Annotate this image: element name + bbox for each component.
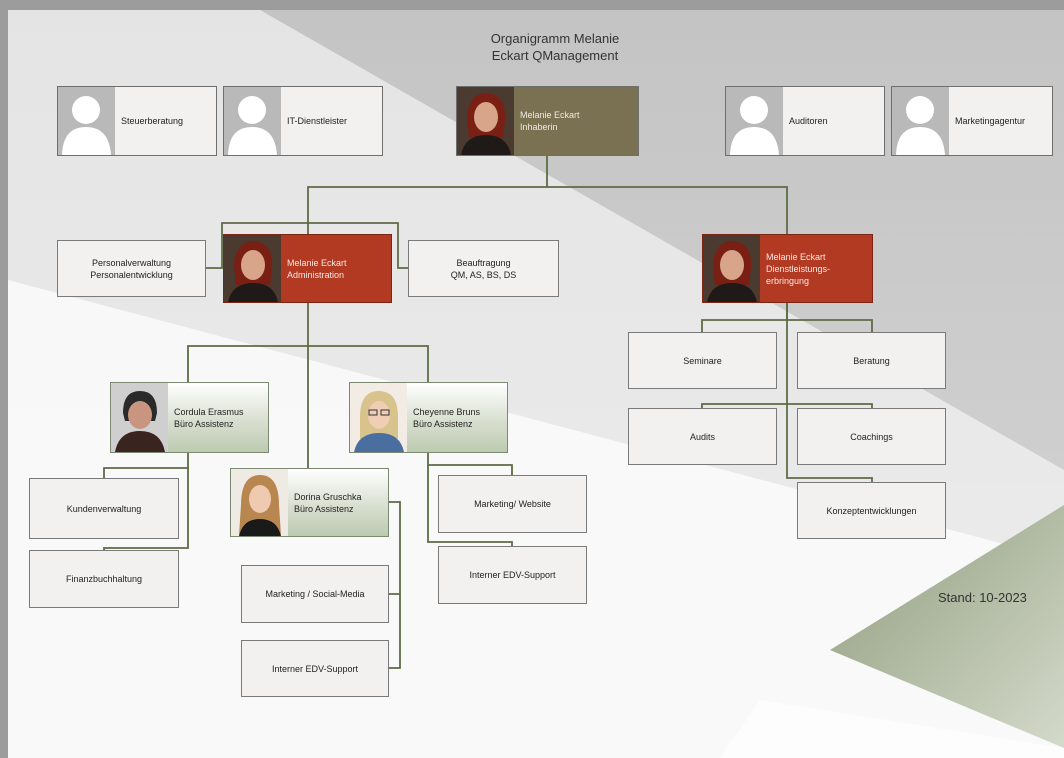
lead-role-line-1: Dienstleistungs- xyxy=(766,263,831,274)
box-kundenverwaltung[interactable]: Kundenverwaltung xyxy=(29,478,179,539)
box-label: Interner EDV-Support xyxy=(469,570,556,580)
title-line-1: Organigramm Melanie xyxy=(490,31,620,46)
person-photo-icon xyxy=(231,469,288,536)
stand-date: Stand: 10-2023 xyxy=(938,590,1027,605)
box-label: Finanzbuchhaltung xyxy=(65,574,143,584)
card-label: Steuerberatung xyxy=(121,116,184,126)
admin-name: Melanie Eckart xyxy=(287,257,347,268)
box-line-2: QM, AS, BS, DS xyxy=(450,269,517,280)
box-edv-support-dorina[interactable]: Interner EDV-Support xyxy=(241,640,389,697)
box-label: Marketing / Social-Media xyxy=(265,589,365,599)
avatar-placeholder-icon xyxy=(726,87,783,155)
chart-title: Organigramm Melanie Eckart QManagement xyxy=(440,30,670,64)
box-label: Konzeptentwicklungen xyxy=(826,505,917,516)
title-line-2: Eckart QManagement xyxy=(491,48,619,63)
avatar-placeholder-icon xyxy=(224,87,281,155)
avatar-placeholder-icon xyxy=(58,87,115,155)
box-beratung[interactable]: Beratung xyxy=(797,332,946,389)
assistant-name: Cordula Erasmus xyxy=(174,406,244,417)
box-label: Interner EDV-Support xyxy=(271,663,359,674)
box-label: Audits xyxy=(689,431,715,442)
box-edv-support-cheyenne[interactable]: Interner EDV-Support xyxy=(438,546,587,604)
card-it-dienstleister[interactable]: IT-Dienstleister xyxy=(223,86,383,156)
person-photo-icon xyxy=(457,87,514,155)
box-seminare[interactable]: Seminare xyxy=(628,332,777,389)
box-label: Kundenverwaltung xyxy=(66,503,142,514)
assistant-name: Dorina Gruschka xyxy=(294,491,362,502)
box-label: Beratung xyxy=(853,355,890,366)
assistant-role: Büro Assistenz xyxy=(294,503,354,514)
box-audits[interactable]: Audits xyxy=(628,408,777,465)
card-marketingagentur[interactable]: Marketingagentur xyxy=(891,86,1053,156)
box-konzeptentwicklungen[interactable]: Konzeptentwicklungen xyxy=(797,482,946,539)
person-photo-icon xyxy=(224,235,281,302)
box-line-2: Personalentwicklung xyxy=(90,269,173,280)
person-photo-icon xyxy=(703,235,760,302)
assistant-name: Cheyenne Bruns xyxy=(413,406,481,417)
admin-role: Administration xyxy=(287,269,345,280)
box-line-1: Beauftragung xyxy=(456,257,511,268)
card-label: Marketingagentur xyxy=(955,116,1026,126)
lead-role-line-2: erbringung xyxy=(766,275,810,286)
box-marketing-social-media[interactable]: Marketing / Social-Media xyxy=(241,565,389,623)
assistant-role: Büro Assistenz xyxy=(174,418,234,429)
box-marketing-website[interactable]: Marketing/ Website xyxy=(438,475,587,533)
owner-role: Inhaberin xyxy=(520,122,558,132)
lead-name: Melanie Eckart xyxy=(766,251,826,262)
box-coachings[interactable]: Coachings xyxy=(797,408,946,465)
card-steuerberatung[interactable]: Steuerberatung xyxy=(57,86,217,156)
box-line-1: Personalverwaltung xyxy=(91,257,172,268)
card-label: IT-Dienstleister xyxy=(287,116,348,126)
avatar-placeholder-icon xyxy=(892,87,949,155)
owner-name: Melanie Eckart xyxy=(520,110,580,120)
box-finanzbuchhaltung[interactable]: Finanzbuchhaltung xyxy=(29,550,179,608)
person-photo-icon xyxy=(111,383,168,452)
assistant-role: Büro Assistenz xyxy=(413,418,473,429)
card-auditoren[interactable]: Auditoren xyxy=(725,86,885,156)
card-label: Auditoren xyxy=(789,116,828,126)
box-label: Coachings xyxy=(850,431,893,442)
box-label: Seminare xyxy=(683,355,722,366)
box-label: Marketing/ Website xyxy=(474,499,551,509)
person-photo-icon xyxy=(350,383,407,452)
